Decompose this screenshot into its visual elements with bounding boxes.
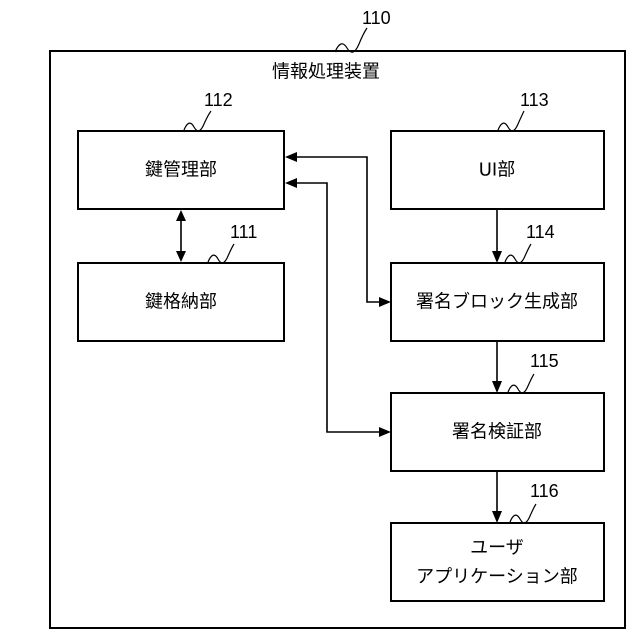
arrowhead-down-key-storage <box>176 251 186 262</box>
key-management-ref-leader <box>184 111 211 131</box>
key-management-label: 鍵管理部 <box>145 160 217 181</box>
key-storage-label: 鍵格納部 <box>145 292 217 313</box>
user-application-ref-leader <box>510 504 536 523</box>
key-management-signed-block-link <box>296 157 380 302</box>
user-application-label-line2: アプリケーション部 <box>416 567 578 588</box>
arrowhead-into-user-app <box>492 511 502 523</box>
signature-verification-label: 署名検証部 <box>452 422 542 443</box>
device-title: 情報処理装置 <box>272 62 380 83</box>
arrowhead-into-signed-block <box>492 251 502 263</box>
signed-block-generation-ref-leader <box>505 244 531 263</box>
key-storage-ref-leader <box>208 244 234 263</box>
arrowhead-up-key-management <box>176 210 186 221</box>
ui-ref-leader <box>498 111 524 131</box>
signed-block-generation-label: 署名ブロック生成部 <box>416 291 578 313</box>
ui-label: UI部 <box>479 160 515 181</box>
arrowhead-into-key-management-lower <box>285 178 297 188</box>
device-ref-number: 110 <box>362 8 391 28</box>
key-storage-ref-number: 111 <box>230 222 257 242</box>
arrowhead-into-verification-side <box>379 427 391 437</box>
user-application-box <box>391 523 604 601</box>
arrowhead-into-verification <box>492 381 502 393</box>
device-ref-leader <box>335 28 367 52</box>
signature-verification-ref-number: 115 <box>530 351 559 371</box>
ui-ref-number: 113 <box>520 90 549 110</box>
signed-block-generation-ref-number: 114 <box>526 222 555 242</box>
arrowhead-into-key-management-upper <box>285 152 297 162</box>
user-application-label-line1: ユーザ <box>470 538 524 559</box>
arrowhead-into-signed-block-side <box>379 297 391 307</box>
signature-verification-ref-leader <box>508 374 534 393</box>
key-management-ref-number: 112 <box>204 90 233 110</box>
user-application-ref-number: 116 <box>530 481 559 501</box>
